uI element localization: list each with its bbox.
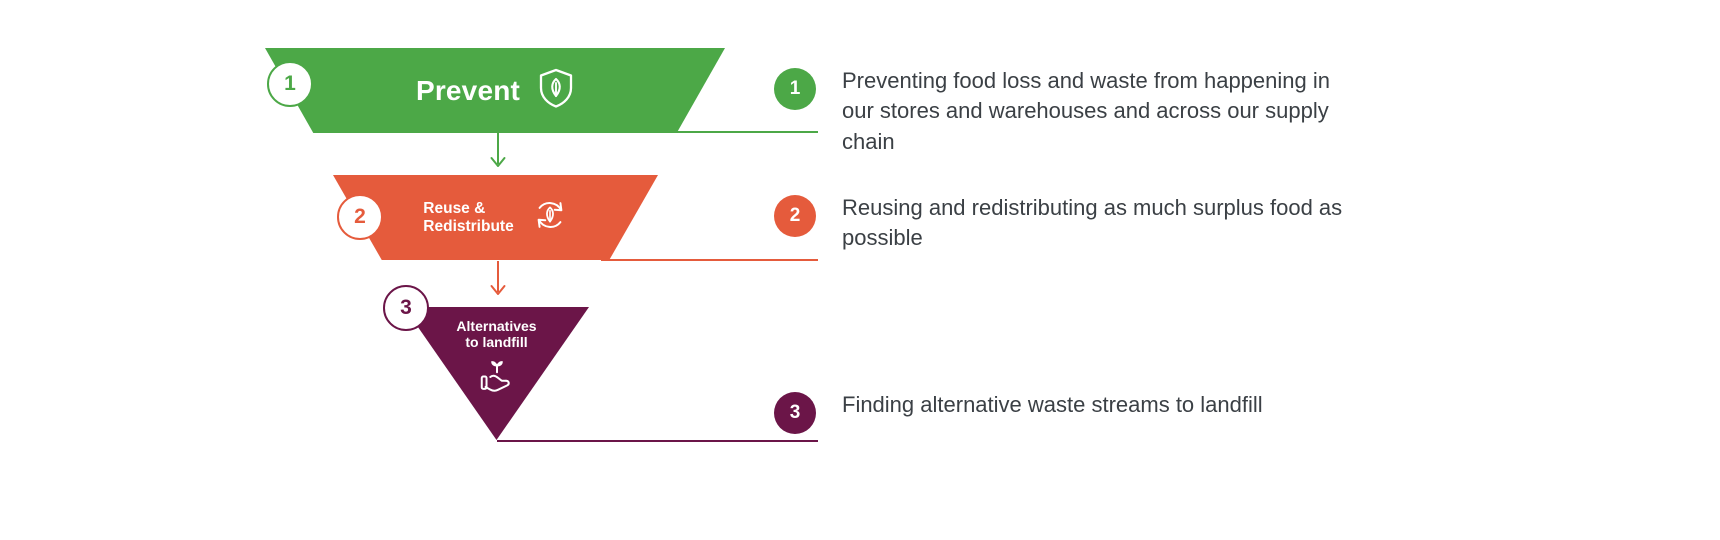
description-2-badge: 2	[774, 195, 816, 237]
tier-1-trapezoid-shape	[265, 48, 725, 133]
tier-1-step-number: 1	[284, 72, 296, 95]
description-3-number: 3	[789, 402, 801, 423]
tier-2-step-badge: 2	[337, 194, 383, 240]
tier-3-step-number: 3	[400, 296, 412, 319]
arrow-tier1-to-tier2	[488, 133, 508, 178]
tier-2-trapezoid-shape	[333, 175, 658, 260]
description-3-text: Finding alternative waste streams to lan…	[842, 392, 1263, 417]
description-2-number: 2	[789, 205, 801, 226]
funnel-tier-prevent[interactable]: Prevent	[265, 48, 725, 133]
arrow-tier2-to-tier3	[488, 261, 508, 306]
description-1-badge: 1	[774, 68, 816, 110]
tier-1-step-badge: 1	[267, 61, 313, 107]
description-3-badge: 3	[774, 392, 816, 434]
tier-3-step-badge: 3	[383, 285, 429, 331]
description-1-number: 1	[789, 78, 801, 99]
description-2-text: Reusing and redistributing as much surpl…	[842, 195, 1343, 251]
connector-line-tier-3	[497, 440, 818, 442]
description-row-2: 2 Reusing and redistributing as much sur…	[774, 193, 1362, 254]
description-row-3: 3 Finding alternative waste streams to l…	[774, 390, 1263, 434]
connector-line-tier-1	[672, 131, 818, 133]
description-1-text: Preventing food loss and waste from happ…	[842, 68, 1330, 154]
tier-3-triangle-shape	[404, 307, 589, 440]
funnel-tier-alternatives-to-landfill[interactable]: Alternatives to landfill	[404, 307, 589, 440]
description-row-1: 1 Preventing food loss and waste from ha…	[774, 66, 1362, 157]
tier-2-step-number: 2	[354, 205, 366, 228]
connector-line-tier-2	[601, 259, 818, 261]
